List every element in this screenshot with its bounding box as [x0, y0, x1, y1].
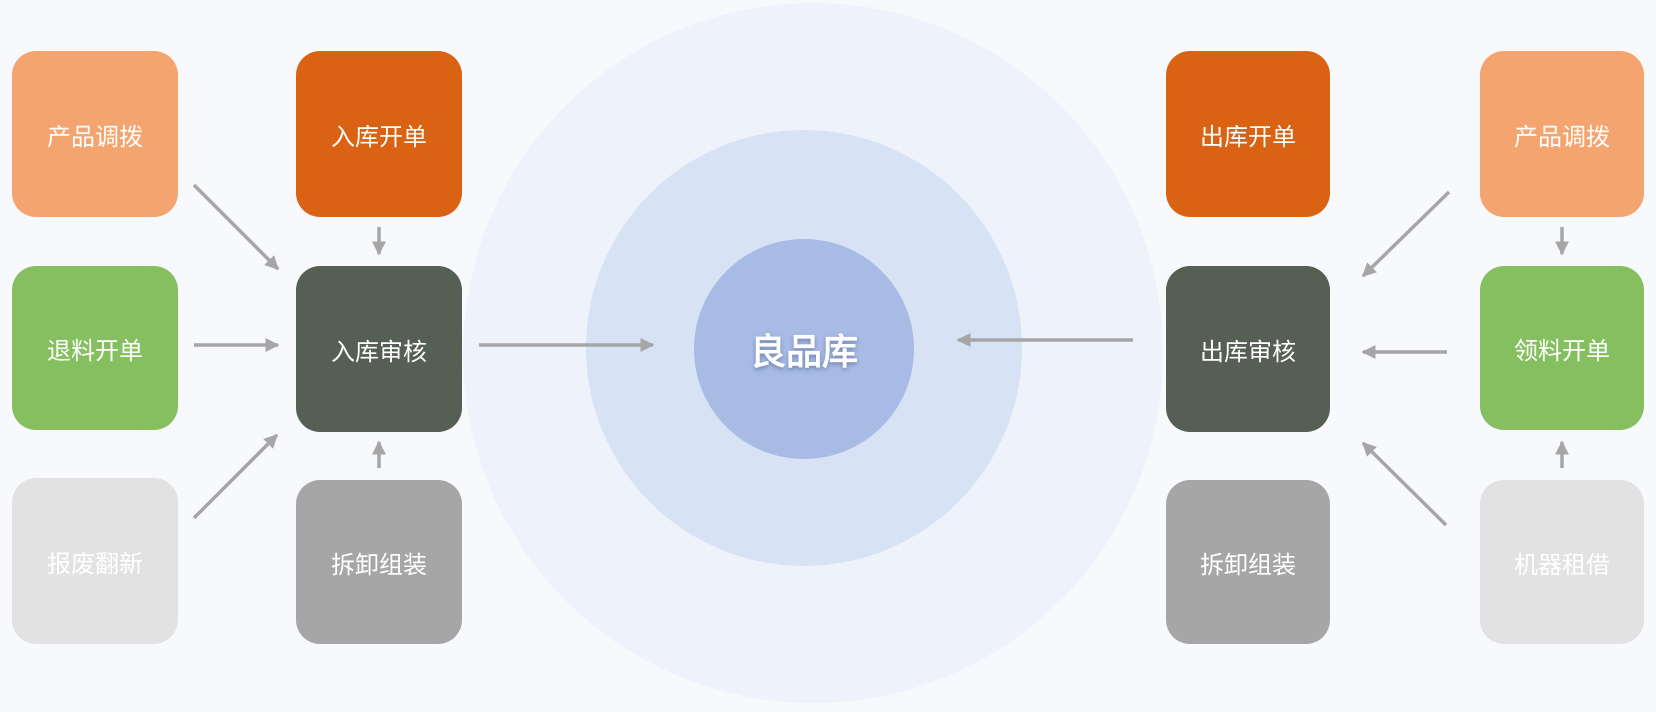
outbound-source-requisition-label: 领料开单 [1514, 336, 1610, 365]
hub-label: 良品库 [749, 332, 858, 373]
arrow-rental-to-outbound-review [1361, 441, 1448, 527]
outbound-source-transfer-label: 产品调拨 [1514, 122, 1610, 151]
inbound-disassembly-label: 拆卸组装 [331, 550, 427, 579]
inbound-source-scrap: 报废翻新 [12, 478, 178, 644]
outbound-source-transfer: 产品调拨 [1480, 51, 1644, 217]
outbound-review-label: 出库审核 [1200, 337, 1296, 366]
inbound-source-return: 退料开单 [12, 266, 178, 430]
outbound-disassembly: 拆卸组装 [1166, 480, 1330, 644]
outbound-disassembly-label: 拆卸组装 [1200, 550, 1296, 579]
arrow-scrap-to-inbound-review [192, 433, 279, 520]
hub-circle: 良品库 [694, 239, 914, 459]
inbound-source-transfer: 产品调拨 [12, 51, 178, 217]
outbound-open-order: 出库开单 [1166, 51, 1330, 217]
inbound-source-return-label: 退料开单 [47, 336, 143, 365]
inbound-open-order-label: 入库开单 [331, 122, 427, 151]
outbound-open-order-label: 出库开单 [1200, 122, 1296, 151]
inbound-review-label: 入库审核 [331, 337, 427, 366]
arrow-transfer-to-inbound-review [192, 183, 280, 271]
outbound-review: 出库审核 [1166, 266, 1330, 432]
outbound-source-rental: 机器租借 [1480, 480, 1644, 644]
inbound-source-transfer-label: 产品调拨 [47, 122, 143, 151]
inbound-source-scrap-label: 报废翻新 [47, 549, 143, 578]
outbound-source-rental-label: 机器租借 [1514, 550, 1610, 579]
inbound-disassembly: 拆卸组装 [296, 480, 462, 644]
arrow-transfer-to-outbound-review [1361, 190, 1451, 278]
outbound-source-requisition: 领料开单 [1480, 266, 1644, 430]
inbound-review: 入库审核 [296, 266, 462, 432]
inbound-open-order: 入库开单 [296, 51, 462, 217]
